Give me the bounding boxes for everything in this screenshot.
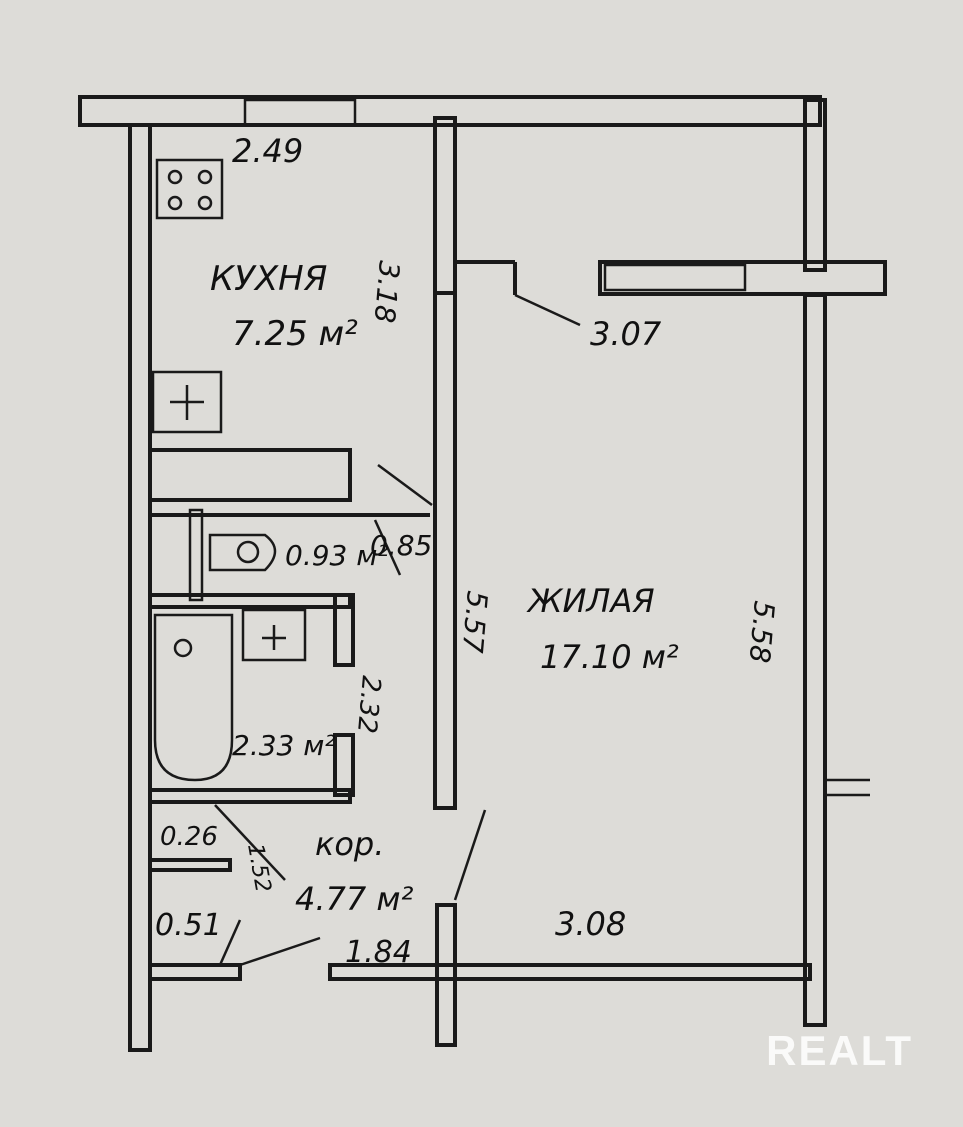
living-area: 17.10 м² [540,638,679,676]
kitchen-area: 7.25 м² [232,314,358,354]
fixtures [151,158,581,967]
walls [78,95,887,1052]
corridor-name: кор. [315,825,384,863]
watermark-logo: REALT [766,1027,913,1074]
bathtub-icon [153,613,234,782]
sink-icon [151,370,223,434]
kitchen-name: КУХНЯ [210,259,327,299]
stove-icon [155,158,224,220]
bathroom-length: 2.32 [351,674,386,734]
toilet-icon [208,533,277,572]
closet-area: 0.51 [155,908,222,943]
labels: 2.49 КУХНЯ 7.25 м² 3.18 3.07 ЖИЛАЯ 17.10… [155,132,781,970]
kitchen-width: 2.49 [232,132,303,170]
living-bottom-width: 3.08 [555,905,626,943]
corridor-width: 1.84 [345,935,412,970]
washbasin-icon [241,608,307,662]
closet-width: 0.26 [160,822,218,852]
corridor-area: 4.77 м² [295,880,414,918]
corridor-length: 1.52 [242,842,275,895]
kitchen-length: 3.18 [368,259,406,324]
bathroom-area: 2.33 м² [232,729,336,762]
living-right-length: 5.58 [743,599,781,664]
living-top-width: 3.07 [590,315,662,353]
living-name: ЖИЛАЯ [526,582,655,620]
living-left-length: 5.57 [456,589,494,654]
toilet-area: 0.93 м² [285,539,389,572]
toilet-width: 0.85 [370,529,432,562]
